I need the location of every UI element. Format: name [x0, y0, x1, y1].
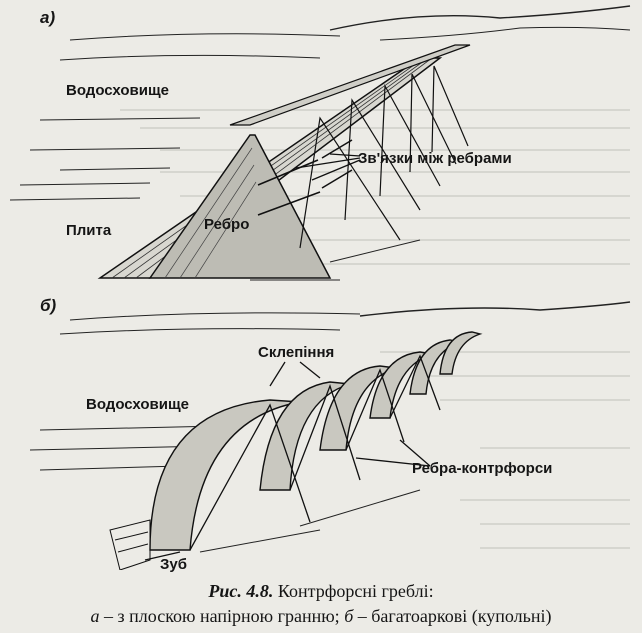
label-ties-between-ribs: Зв'язки між ребрами [358, 150, 512, 167]
figure-number: Рис. 4.8. [208, 581, 274, 601]
label-reservoir-a: Водосховище [66, 82, 170, 99]
caption-a-text: – з плоскою напірною гранню; [104, 606, 340, 626]
dam-illustration-flat-slab [9, 5, 631, 281]
figure-a-marker: а) [40, 8, 56, 27]
caption-b-letter: б [344, 606, 354, 626]
caption-line-1: Рис. 4.8. Контрфорсні греблі: [0, 581, 642, 602]
caption-title: Контрфорсні греблі: [277, 581, 434, 601]
caption-b-text: – багатоаркові (купольні) [357, 606, 552, 626]
label-rib: Ребро [204, 216, 250, 233]
label-reservoir-b: Водосховище [86, 396, 190, 413]
label-vaults: Склепіння [258, 344, 335, 361]
label-buttress-ribs: Ребра-контрфорси [412, 460, 553, 477]
caption-line-2: а – з плоскою напірною гранню; б – багат… [0, 606, 642, 627]
caption-a-letter: а [90, 606, 100, 626]
label-tooth: Зуб [160, 556, 188, 573]
figure-b-marker: б) [40, 296, 57, 315]
label-slab: Плита [66, 222, 112, 239]
dam-illustration-multiple-arch [29, 301, 631, 570]
